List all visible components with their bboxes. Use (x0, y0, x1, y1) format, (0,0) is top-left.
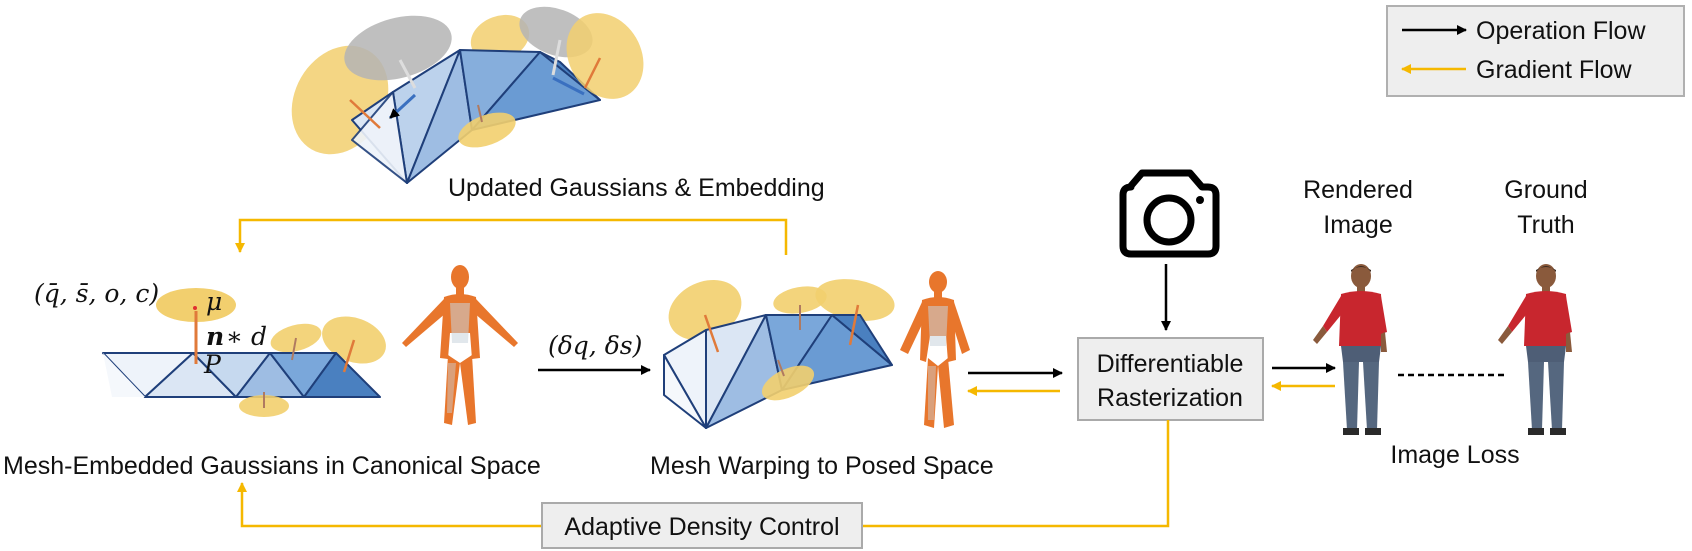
camera-icon (1119, 169, 1220, 258)
updated-gaussians-illustration (291, 6, 644, 184)
rendered-label-line1: Rendered (1303, 176, 1413, 204)
gaussian-ellipse (458, 112, 516, 148)
human-point-cloud-icon (402, 265, 518, 425)
legend-operation-label: Operation Flow (1476, 17, 1646, 45)
legend-box (1386, 5, 1685, 97)
rendered-person-figure-icon (1313, 264, 1387, 435)
legend-gradient-label: Gradient Flow (1476, 56, 1633, 84)
image-loss-label: Image Loss (1390, 441, 1519, 469)
updated-gaussians-label: Updated Gaussians & Embedding (448, 174, 825, 202)
rasterization-label-line2: Rasterization (1097, 384, 1243, 412)
rasterization-box (1077, 337, 1264, 421)
gaussian-ellipse (773, 286, 827, 314)
normal-n-label: n (206, 322, 224, 351)
posed-space-label: Mesh Warping to Posed Space (650, 452, 994, 480)
gaussian-ellipse (566, 13, 644, 99)
point-p-label: P (203, 350, 222, 379)
density-control-label: Adaptive Density Control (564, 513, 839, 541)
rasterization-label-line1: Differentiable (1097, 350, 1244, 378)
gradient-arrow-update-loop (235, 218, 788, 255)
posed-human-point-cloud-icon (900, 271, 970, 428)
gaussian-ellipse (470, 14, 530, 62)
gaussian-params-math: (q̄, s̄, o, c) (34, 279, 159, 308)
delta-params-math: (δq, δs) (548, 331, 642, 360)
posed-mesh-illustration (663, 279, 895, 429)
ground-label-line2: Truth (1517, 211, 1574, 239)
legend: Operation Flow Gradient Flow (1386, 5, 1685, 97)
gaussian-ellipse-gray (344, 15, 452, 81)
times-d-label: ∗ d (226, 322, 267, 351)
gradient-arrow-density-to-canonical (237, 482, 542, 528)
ground-truth-person-figure-icon (1498, 264, 1572, 435)
density-control-box (541, 502, 863, 549)
rendered-label-line2: Image (1323, 211, 1392, 239)
mu-label: μ (206, 287, 222, 316)
gaussian-ellipse (815, 279, 895, 321)
canonical-mesh-illustration (102, 288, 386, 417)
gaussian-ellipse (761, 365, 815, 401)
canonical-space-label: Mesh-Embedded Gaussians in Canonical Spa… (3, 452, 541, 480)
gaussian-ellipse (156, 288, 236, 322)
gradient-line-raster-to-density (862, 420, 1170, 528)
ground-label-line1: Ground (1504, 176, 1587, 204)
